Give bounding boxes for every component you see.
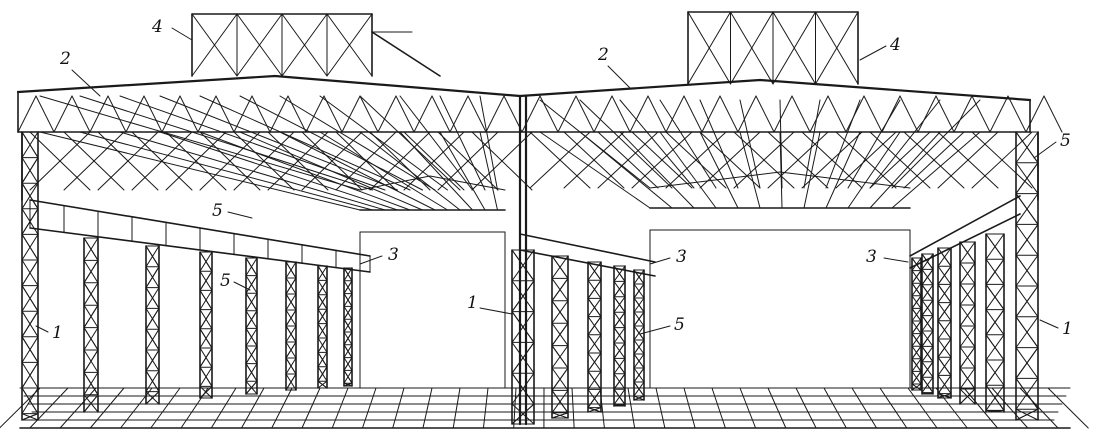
label-truss-left: 2 [59, 49, 71, 69]
label-lantern-right: 4 [889, 35, 901, 55]
callout-labels: 1 1 1 2 2 3 3 3 4 4 5 5 5 5 [52, 17, 1073, 343]
label-column-mid: 1 [467, 293, 478, 313]
label-truss-right: 2 [597, 45, 609, 65]
skylight-lanterns [191, 11, 859, 85]
label-column-right: 1 [1062, 319, 1073, 339]
label-lantern-left: 4 [151, 17, 163, 37]
label-bracing-right: 5 [1060, 131, 1071, 151]
label-bracing-left-top: 5 [212, 201, 223, 221]
label-crane-girder-right: 3 [866, 247, 877, 267]
rear-structure [359, 229, 911, 389]
label-bracing-left-low: 5 [220, 271, 231, 291]
label-column-left: 1 [52, 323, 63, 343]
label-bracing-mid: 5 [674, 315, 685, 335]
label-crane-girder-left: 3 [388, 245, 399, 265]
callout-leaders [35, 27, 1059, 335]
label-crane-girder-mid: 3 [676, 247, 687, 267]
roof-truss-structure [16, 74, 1063, 211]
lattice-columns [21, 94, 1039, 426]
